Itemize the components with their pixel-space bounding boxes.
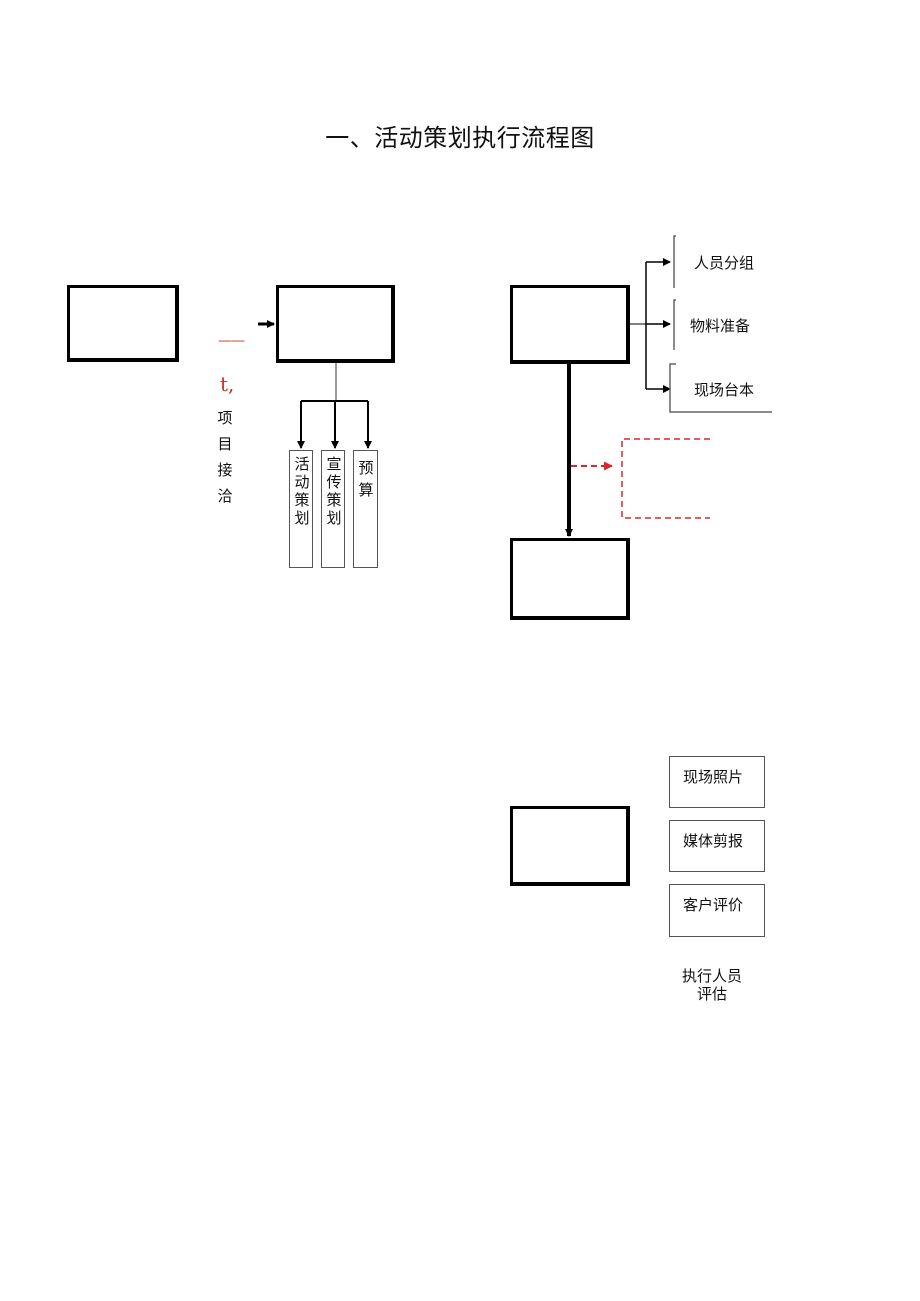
stage5-item-3-label: 客户评价 [683,896,744,914]
stage2-child-3-label: 预算 [358,459,374,499]
stage5-item-2-label: 媒体剪报 [683,832,744,850]
stage1-red-mark: t, [220,372,235,396]
stage2-child-1: 活动策划 [289,450,313,568]
stage5-caption-line2: 评估 [697,985,728,1003]
stage5-item-1-label: 现场照片 [683,768,744,786]
stage3-box [510,285,630,364]
stage2-child-1-label: 活动策划 [294,455,310,527]
branch-bracket-3 [669,363,772,413]
stage1-label: 项目接洽 [217,409,233,505]
stage4-box [510,538,630,620]
stage3-branch-3-label: 现场台本 [694,381,755,399]
stage3-branch-2-label: 物料准备 [690,317,751,335]
stage2-box [276,285,395,363]
stage2-child-2-label: 宣传策划 [326,455,342,527]
stage1-box [67,285,179,362]
branch-bracket-2 [673,299,676,350]
page-title: 一、活动策划执行流程图 [325,124,595,152]
branch-bracket-1 [673,235,676,288]
stage5-caption-line1: 执行人员 [682,967,743,985]
red-dashed-bracket [621,438,710,519]
stage2-child-3: 预算 [353,450,378,568]
stage3-branch-1-label: 人员分组 [694,254,755,272]
stage1-red-dash: —— [218,333,245,349]
stage5-item-1: 现场照片 [669,756,765,808]
stage2-child-2: 宣传策划 [321,450,345,568]
stage5-item-3: 客户评价 [669,884,765,937]
stage5-item-2: 媒体剪报 [669,820,765,872]
stage5-box [510,806,630,886]
